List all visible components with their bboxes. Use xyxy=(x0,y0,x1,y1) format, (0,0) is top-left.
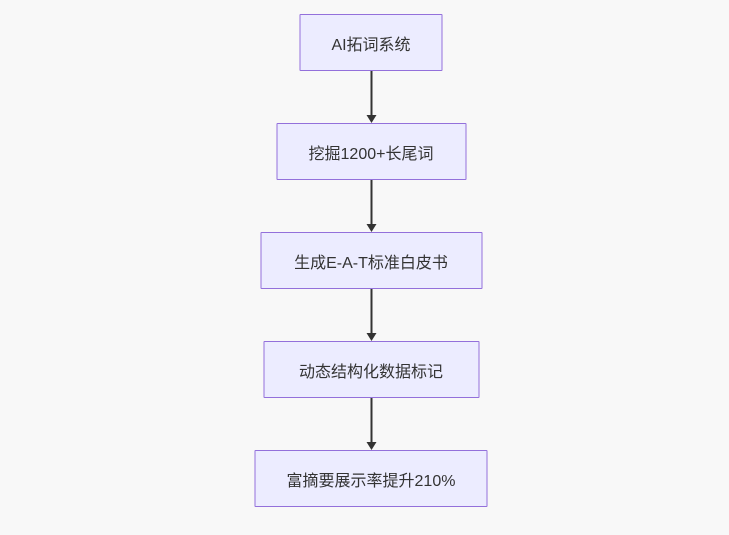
flow-arrow-down-icon xyxy=(370,180,372,224)
flow-arrow-down-icon xyxy=(370,398,372,442)
flow-node-longtail-mining: 挖掘1200+长尾词 xyxy=(276,123,466,180)
flowchart: AI拓词系统 挖掘1200+长尾词 生成E-A-T标准白皮书 动态结构化数据标记… xyxy=(254,14,488,507)
flow-node-structured-data-markup: 动态结构化数据标记 xyxy=(263,341,479,398)
flow-node-eat-whitepaper: 生成E-A-T标准白皮书 xyxy=(260,232,482,289)
flow-arrow-down-icon xyxy=(370,289,372,333)
flow-node-rich-snippet-uplift: 富摘要展示率提升210% xyxy=(254,450,488,507)
flow-arrow-down-icon xyxy=(370,71,372,115)
flow-node-ai-keyword-system: AI拓词系统 xyxy=(299,14,443,71)
